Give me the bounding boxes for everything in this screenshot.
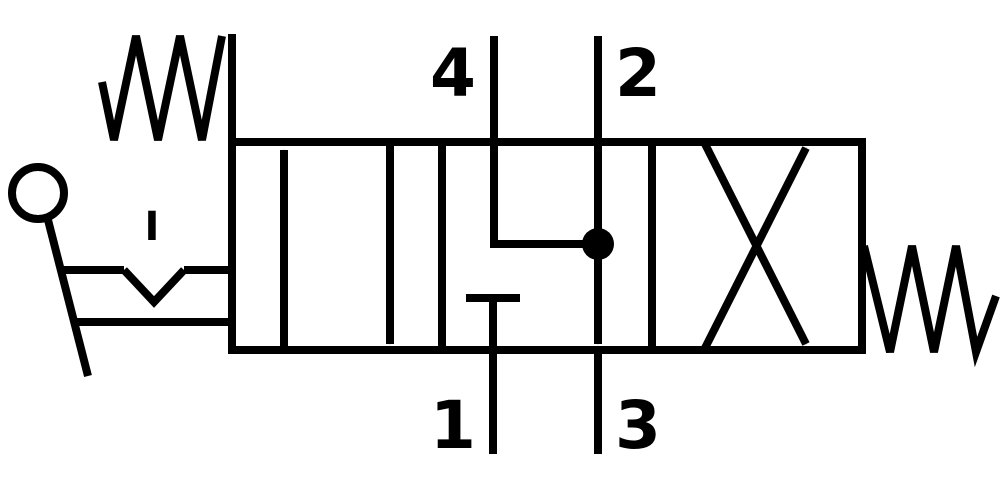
right-spring-icon bbox=[860, 245, 1000, 368]
left-spring-icon bbox=[98, 34, 236, 142]
port-label-2: 2 bbox=[615, 35, 661, 112]
detent-label: I bbox=[145, 204, 160, 250]
envelope-center-neutral bbox=[466, 142, 614, 350]
port-label-3: 3 bbox=[615, 387, 661, 464]
port-label-4: 4 bbox=[430, 35, 476, 112]
valve-envelope-outline bbox=[228, 138, 866, 354]
connection-line-a-t bbox=[490, 142, 598, 248]
detent-notch-icon bbox=[121, 267, 187, 308]
port-label-1: 1 bbox=[430, 387, 476, 464]
flow-arrow-cross-down bbox=[700, 140, 810, 346]
envelope-right-crossed-flow bbox=[700, 140, 810, 352]
lever-actuator bbox=[8, 163, 230, 377]
lever-arm bbox=[44, 219, 92, 377]
valve-body bbox=[228, 138, 866, 354]
envelope-left-parallel-flow bbox=[280, 142, 394, 350]
port-lines bbox=[489, 36, 602, 454]
roller-icon bbox=[8, 163, 68, 223]
